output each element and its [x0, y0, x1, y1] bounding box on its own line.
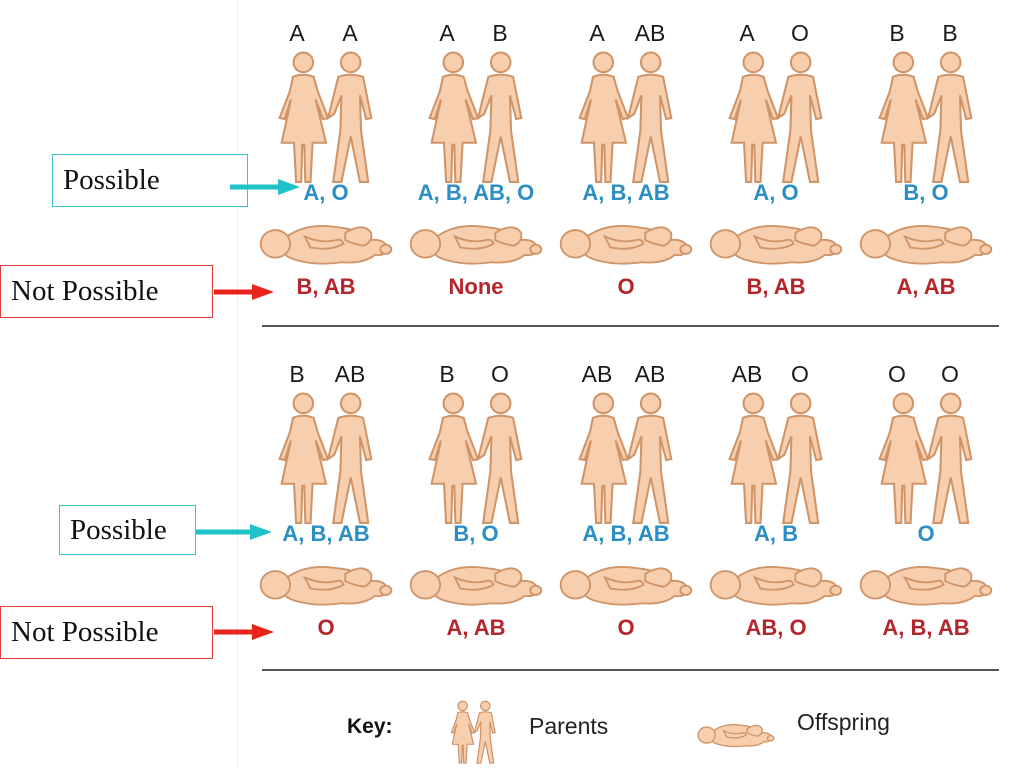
parent2-blood-type: B [492, 20, 508, 46]
possible-offspring-types: B, O [903, 180, 949, 205]
parents-couple-icon [278, 51, 373, 183]
key-parents-label: Parents [529, 713, 609, 739]
possible-offspring-types: B, O [453, 521, 499, 546]
parent1-blood-type: B [889, 20, 905, 46]
parent2-blood-type: O [491, 361, 509, 387]
parent1-blood-type: A [439, 20, 455, 46]
not-possible-label-text: Not Possible [11, 275, 159, 307]
parent2-blood-type: A [342, 20, 358, 46]
parent2-blood-type: O [791, 20, 809, 46]
sleeping-baby-icon [259, 224, 393, 265]
parents-couple-icon [878, 392, 973, 524]
parents-couple-icon [578, 392, 673, 524]
not-possible-arrow-icon [214, 284, 274, 300]
parent1-blood-type: B [439, 361, 455, 387]
possible-offspring-types: A, B, AB [582, 521, 670, 546]
possible-offspring-types: O [917, 521, 935, 546]
not-possible-offspring-types: A, AB [446, 615, 506, 640]
parent1-blood-type: A [289, 20, 305, 46]
parents-couple-icon [728, 51, 823, 183]
parent2-blood-type: AB [334, 361, 366, 387]
parent1-blood-type: A [739, 20, 755, 46]
sleeping-baby-icon [259, 565, 393, 606]
sleeping-baby-icon [409, 224, 543, 265]
key-divider [262, 669, 999, 671]
possible-offspring-types: A, O [753, 180, 799, 205]
possible-label-text: Possible [70, 513, 167, 546]
parents-couple-icon [278, 392, 373, 524]
possible-offspring-types: A, B [754, 521, 798, 546]
parents-couple-icon [878, 51, 973, 183]
not-possible-arrow-icon [214, 624, 274, 640]
not-possible-offspring-types: B, AB [746, 274, 806, 299]
row-divider [262, 325, 999, 327]
parent1-blood-type: O [888, 361, 906, 387]
parents-couple-icon [578, 51, 673, 183]
parent1-blood-type: B [289, 361, 305, 387]
possible-offspring-types: A, B, AB [282, 521, 370, 546]
possible-arrow-icon [196, 524, 272, 540]
sleeping-baby-icon [859, 565, 993, 606]
not-possible-label-row-1: Not Possible [0, 265, 213, 318]
not-possible-offspring-types: B, AB [296, 274, 356, 299]
parent1-blood-type: AB [731, 361, 763, 387]
not-possible-offspring-types: AB, O [745, 615, 807, 640]
key-offspring-label: Offspring [797, 709, 890, 735]
parent1-blood-type: AB [581, 361, 613, 387]
not-possible-offspring-types: A, AB [896, 274, 956, 299]
not-possible-offspring-types: None [448, 274, 504, 299]
parent2-blood-type: AB [634, 20, 666, 46]
not-possible-label-text: Not Possible [11, 616, 159, 648]
possible-offspring-types: A, O [303, 180, 349, 205]
sleeping-baby-icon [709, 565, 843, 606]
not-possible-offspring-types: O [317, 615, 335, 640]
parents-couple-icon [450, 700, 496, 764]
possible-label-row-1: Possible [52, 154, 248, 207]
sleeping-baby-icon [559, 565, 693, 606]
sleeping-baby-icon [559, 224, 693, 265]
vertical-divider [237, 0, 238, 768]
parent2-blood-type: O [941, 361, 959, 387]
parent1-blood-type: A [589, 20, 605, 46]
possible-offspring-types: A, B, AB [582, 180, 670, 205]
sleeping-baby-icon [409, 565, 543, 606]
sleeping-baby-icon [709, 224, 843, 265]
possible-label-text: Possible [63, 164, 160, 196]
not-possible-offspring-types: A, B, AB [882, 615, 970, 640]
parents-couple-icon [428, 392, 523, 524]
possible-arrow-icon [230, 179, 300, 195]
sleeping-baby-icon [859, 224, 993, 265]
parent2-blood-type: AB [634, 361, 666, 387]
parents-couple-icon [728, 392, 823, 524]
not-possible-label-row-2: Not Possible [0, 606, 213, 659]
sleeping-baby-icon [697, 724, 775, 748]
key-title: Key: [347, 715, 393, 738]
possible-label-row-2: Possible [59, 505, 196, 555]
parent2-blood-type: O [791, 361, 809, 387]
not-possible-offspring-types: O [617, 615, 635, 640]
possible-offspring-types: A, B, AB, O [417, 180, 535, 205]
parent2-blood-type: B [942, 20, 958, 46]
parents-couple-icon [428, 51, 523, 183]
not-possible-offspring-types: O [617, 274, 635, 299]
